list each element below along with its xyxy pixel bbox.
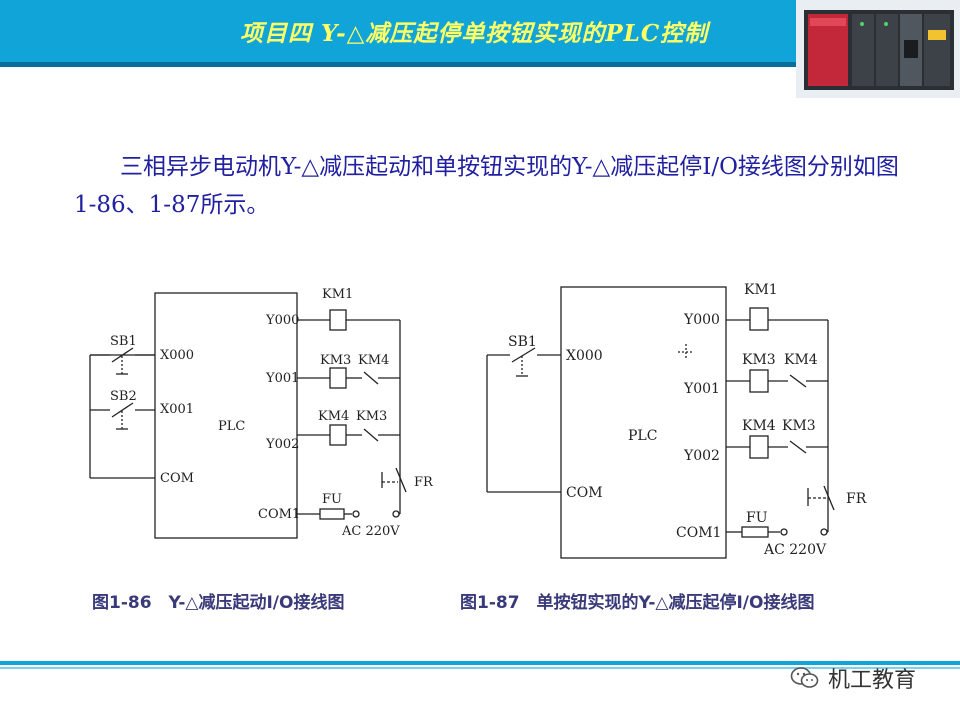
header-underline (0, 62, 960, 67)
slide-title: 项目四 Y-△减压起停单按钮实现的PLC控制 (240, 20, 709, 47)
d1-fu-label: FU (322, 492, 342, 507)
caption-fig-1-86: 图1-86 Y-△减压起动I/O接线图 (92, 593, 345, 613)
d2-contact-km4: KM4 (784, 352, 818, 368)
d2-fr-label: FR (846, 491, 867, 507)
d1-coil-km4: KM4 (318, 409, 349, 424)
diagram-fig-1-87 (486, 286, 835, 559)
d1-plc-label: PLC (218, 419, 245, 434)
d1-button-sb1: SB1 (110, 334, 137, 349)
d1-coil-km1: KM1 (322, 287, 353, 302)
d2-output-y000: Y000 (683, 312, 720, 328)
plc-box-1 (154, 292, 298, 539)
d2-coil-km4: KM4 (742, 418, 776, 434)
intro-paragraph: 三相异步电动机Y-△减压起动和单按钮实现的Y-△减压起停I/O接线图分别如图1-… (74, 154, 899, 218)
d2-supply-label: AC 220V (763, 542, 827, 558)
watermark: 机工教育 (790, 666, 916, 693)
d2-button-sb1: SB1 (508, 334, 537, 350)
d1-coil-km3: KM3 (320, 353, 351, 368)
d2-contact-km3: KM3 (782, 418, 816, 434)
d2-input-x000: X000 (566, 348, 603, 364)
d1-output-y001: Y001 (265, 371, 299, 386)
d2-fu-label: FU (746, 510, 768, 526)
d2-com1-label: COM1 (676, 525, 721, 541)
watermark-text: 机工教育 (828, 668, 917, 693)
d1-fr-label: FR (414, 475, 434, 490)
d2-coil-km3: KM3 (742, 352, 776, 368)
d1-input-x000: X000 (160, 348, 194, 363)
d1-output-y002: Y002 (265, 437, 299, 452)
d1-com-label: COM (160, 471, 194, 486)
footer-line-thin (0, 667, 960, 669)
d1-button-sb2: SB2 (110, 389, 137, 404)
d1-input-x001: X001 (160, 402, 194, 417)
d2-output-y001: Y001 (683, 381, 720, 397)
wiring-diagrams: SB1 SB2 X000 X001 PLC COM Y000 Y001 Y002… (89, 282, 867, 559)
wechat-icon (790, 667, 819, 688)
d1-output-y000: Y000 (265, 313, 299, 328)
footer-line (0, 661, 960, 665)
plc-box-2 (560, 286, 727, 559)
d1-contact-km4: KM4 (358, 353, 389, 368)
caption-fig-1-87: 图1-87 单按钮实现的Y-△减压起停I/O接线图 (460, 593, 815, 613)
d2-coil-km1: KM1 (744, 282, 778, 298)
d1-supply-label: AC 220V (341, 524, 400, 539)
d2-com-label: COM (566, 485, 603, 501)
d1-com1-label: COM1 (258, 507, 300, 522)
d2-plc-label: PLC (628, 428, 657, 444)
plc-hardware-image (796, 0, 960, 98)
d2-output-y002: Y002 (683, 448, 720, 464)
d1-contact-km3: KM3 (356, 409, 387, 424)
diagram-fig-1-86 (89, 292, 407, 539)
